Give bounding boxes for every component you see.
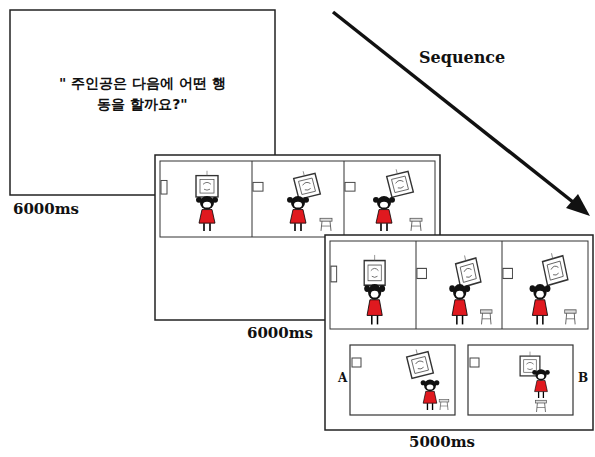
- sequence-label: Sequence: [418, 48, 506, 67]
- option-letter: A: [337, 371, 348, 385]
- duration-label: 5000ms: [408, 433, 476, 451]
- question-frame: " 주인공은 다음에 어떤 행동을 할까요?": [10, 10, 275, 195]
- duration-label: 6000ms: [12, 200, 80, 218]
- question-text: " 주인공은 다음에 어떤 행동을 할까요?": [55, 73, 230, 114]
- option-letter: B: [577, 371, 589, 385]
- duration-label: 6000ms: [246, 324, 314, 342]
